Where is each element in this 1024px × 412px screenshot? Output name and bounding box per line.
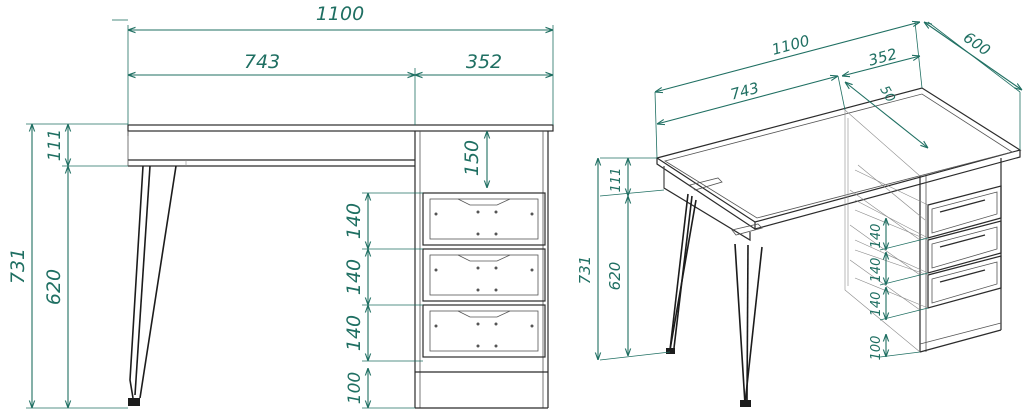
iso-dim-line-743 (657, 76, 838, 124)
dim-label-plinth: 100 (345, 372, 365, 404)
dim-label-width-cabinet: 352 (466, 51, 502, 73)
dim-label-drawer-2: 140 (343, 259, 365, 295)
iso-dim-label-depth: 600 (960, 28, 994, 59)
iso-desk-top (655, 87, 1022, 242)
iso-dim-line-50 (845, 82, 928, 148)
iso-dim-label-height-legs: 620 (606, 262, 624, 291)
iso-dim-label-width-cabinet: 352 (867, 45, 899, 70)
iso-drawer (854, 169, 1002, 239)
cabinet (414, 131, 549, 409)
iso-dim-label-width-total: 1100 (770, 32, 812, 59)
dim-label-height-top: 111 (45, 129, 65, 161)
iso-dim-line-600 (924, 22, 1022, 90)
iso-dim-label-drawer-3: 140 (869, 292, 884, 317)
iso-drawer (854, 249, 1002, 309)
iso-dim-label-plinth: 100 (869, 336, 884, 361)
drawer (422, 304, 546, 358)
drawer (422, 248, 546, 302)
extension-lines (26, 19, 554, 409)
dim-label-drawer-3: 140 (343, 315, 365, 351)
dim-label-drawer-1: 140 (343, 203, 365, 239)
iso-hairpin-leg (666, 193, 697, 354)
iso-drawer (854, 209, 1002, 274)
desk-top (127, 124, 554, 167)
iso-dim-line-352 (842, 56, 920, 76)
iso-dim-label-height-total: 731 (576, 256, 594, 285)
iso-view: 1100 600 743 352 50 731 111 620 140 140 … (576, 22, 1022, 407)
front-view: 1100 743 352 731 111 620 150 140 140 140… (7, 3, 554, 409)
iso-dim-label-width-desk: 743 (729, 79, 761, 104)
iso-extension-lines (599, 21, 1021, 361)
hairpin-leg (128, 165, 177, 406)
iso-dim-label-height-top: 111 (609, 168, 624, 193)
dim-label-height-legs: 620 (43, 269, 65, 305)
dim-label-height-total: 731 (7, 248, 29, 284)
drawer (422, 192, 546, 246)
iso-dim-label-shelf-depth: 50 (876, 83, 897, 105)
dim-label-width-desk: 743 (244, 51, 280, 73)
iso-dim-label-drawer-1: 140 (869, 224, 884, 249)
dim-label-shelf-height: 150 (461, 140, 483, 176)
dim-label-width-total: 1100 (316, 3, 364, 25)
iso-hairpin-leg (734, 243, 763, 407)
iso-dim-label-drawer-2: 140 (869, 258, 884, 283)
